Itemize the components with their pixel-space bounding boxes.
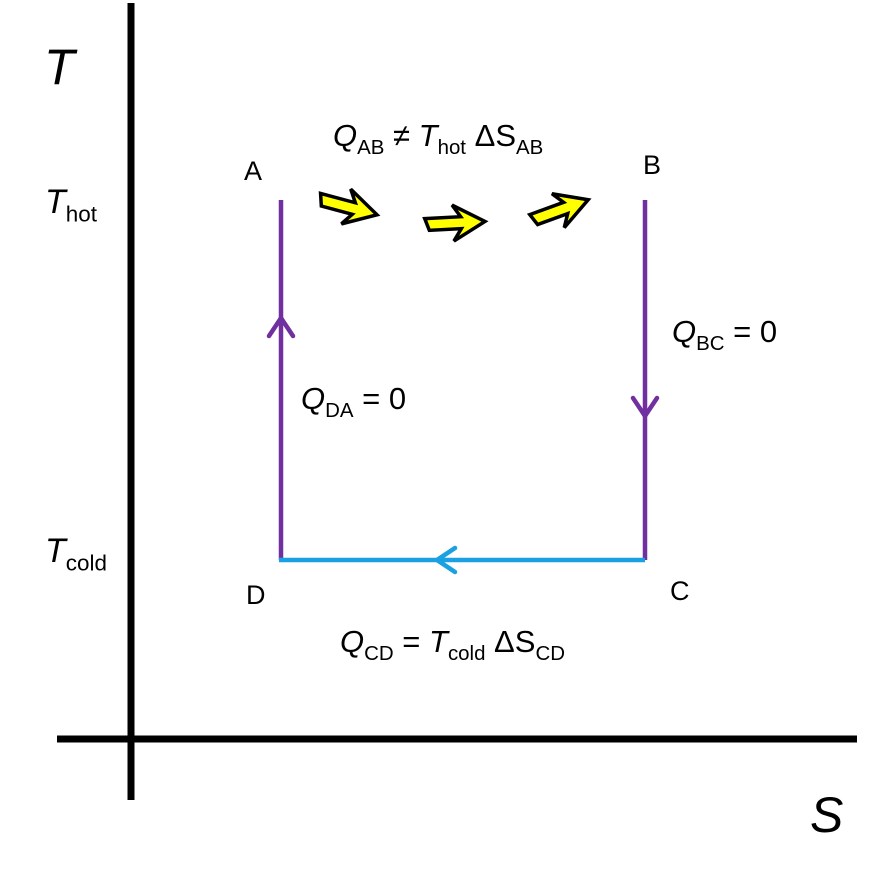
arrowhead-bc-down bbox=[630, 395, 660, 419]
x-axis-label: S bbox=[810, 787, 844, 843]
point-a-label: A bbox=[244, 156, 263, 186]
equation-cd: QCD = Tcold ΔSCD bbox=[340, 624, 565, 665]
equation-da: QDA = 0 bbox=[301, 381, 407, 422]
arrowhead-da-up bbox=[266, 315, 296, 339]
point-d-label: D bbox=[246, 580, 266, 610]
point-c-label: C bbox=[670, 576, 690, 606]
t-hot-label: Thot bbox=[45, 183, 97, 227]
arrowhead-cd-left bbox=[434, 545, 458, 575]
equation-ab: QAB ≠ Thot ΔSAB bbox=[333, 118, 544, 159]
t-cold-label: Tcold bbox=[45, 532, 107, 576]
heat-arrow-icon bbox=[318, 187, 381, 226]
equation-bc: QBC = 0 bbox=[672, 314, 778, 355]
heat-arrow-icon bbox=[422, 203, 489, 243]
point-b-label: B bbox=[643, 150, 662, 180]
heat-arrow-icon bbox=[526, 192, 592, 229]
y-axis-label: T bbox=[44, 39, 75, 95]
